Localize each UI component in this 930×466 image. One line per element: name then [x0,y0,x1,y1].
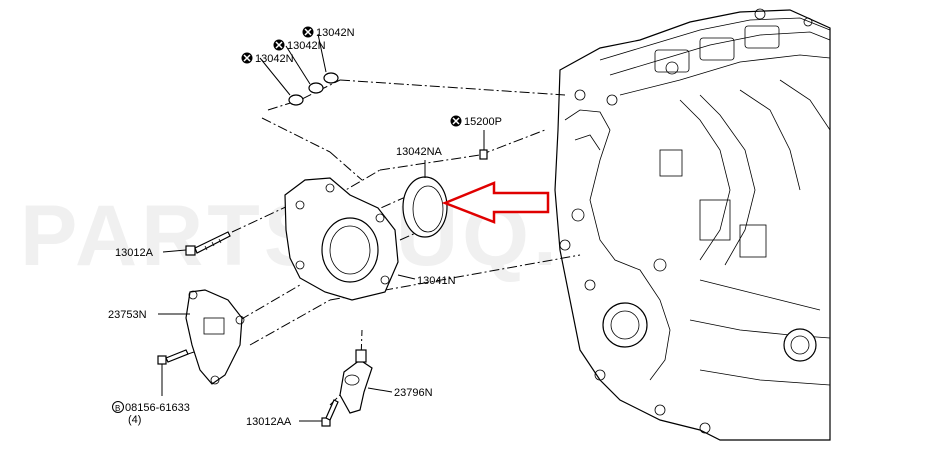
highlight-arrow [441,181,550,224]
sensor-23796n [339,349,393,414]
label-13041n: 13041N [417,275,456,287]
crossed-circle-icon [273,39,285,51]
label-23796n: 23796N [394,387,433,399]
svg-text:B: B [115,404,120,413]
label-13042n-top: 13042N [316,27,355,39]
label-13042n-bottom: 13042N [255,53,294,65]
label-08156-quantity: (4) [128,414,141,426]
bolt-13012aa [299,399,339,427]
label-13042na: 13042NA [396,146,443,158]
label-08156-61633: 08156-61633 [125,402,190,414]
circle-b-icon: B [112,401,124,413]
crossed-circle-icon [302,26,314,38]
label-13042n-middle: 13042N [287,40,326,52]
label-13012a: 13012A [115,247,154,259]
crossed-circle-icon [241,52,253,64]
label-23753n: 23753N [108,309,147,321]
label-15200p: 15200P [464,116,502,128]
oil-seal-13042na [402,160,448,238]
bolt-08156-61633 [157,349,189,396]
cover-23753n [158,289,245,385]
crossed-circle-icon [450,115,462,127]
plug-15200p [479,130,488,160]
engine-block-illustration [554,8,831,441]
o-ring-13042n-set [259,33,339,106]
bolt-13012a [162,231,231,256]
front-cover-plate-13041n [284,177,416,301]
label-13012aa: 13012AA [246,416,292,428]
